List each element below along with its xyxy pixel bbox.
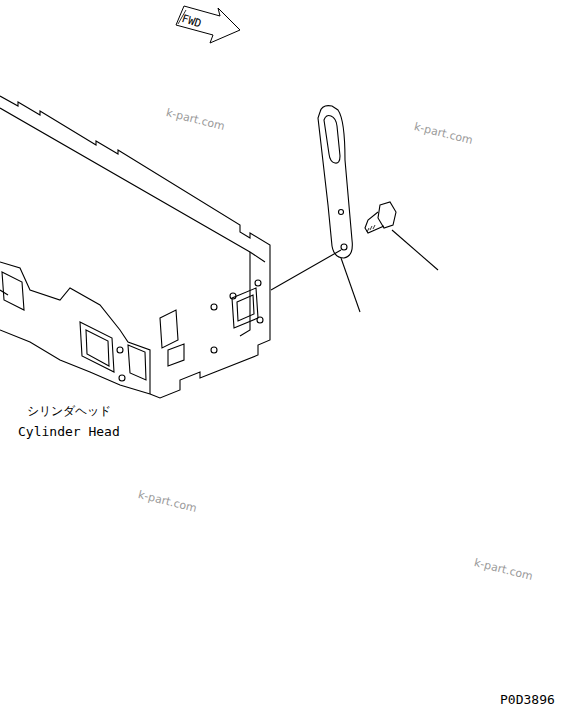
part-name: Cylinder Head bbox=[18, 424, 120, 439]
port bbox=[80, 322, 114, 372]
forward-arrow-box: FWD bbox=[180, 12, 203, 31]
stud bbox=[117, 347, 123, 353]
head-bottom bbox=[0, 330, 150, 394]
leader-line bbox=[392, 230, 438, 270]
watermark: k-part.com bbox=[165, 106, 226, 133]
stud bbox=[211, 304, 217, 310]
head-top-inner bbox=[0, 108, 265, 262]
bolt-head bbox=[378, 202, 396, 228]
boss bbox=[160, 310, 178, 348]
head-side bbox=[0, 262, 150, 394]
direction-label: FWD bbox=[180, 12, 203, 31]
bracket-slot bbox=[324, 116, 340, 164]
stud bbox=[230, 293, 236, 299]
stud bbox=[255, 280, 261, 286]
leader-line bbox=[341, 258, 360, 312]
assembly-line bbox=[271, 250, 341, 290]
port bbox=[128, 345, 146, 380]
stud bbox=[211, 347, 217, 353]
hole bbox=[339, 210, 344, 215]
bracket bbox=[318, 106, 352, 258]
watermark: k-part.com bbox=[473, 556, 534, 583]
head-front-face bbox=[150, 262, 270, 398]
bolt-flange bbox=[365, 212, 384, 233]
part-name: シリンダヘッド bbox=[27, 403, 111, 420]
port-edge bbox=[0, 290, 8, 295]
watermark: k-part.com bbox=[413, 120, 474, 147]
stud bbox=[257, 317, 263, 323]
port-inner bbox=[86, 330, 109, 366]
forward-arrow bbox=[176, 6, 240, 43]
head-top-edge bbox=[0, 96, 270, 262]
front-port-inner bbox=[237, 295, 254, 321]
bolt-thread bbox=[367, 225, 375, 232]
drawing-code: P0D3896 bbox=[500, 692, 555, 707]
stud bbox=[119, 375, 125, 381]
hole bbox=[341, 244, 347, 250]
port bbox=[2, 272, 24, 310]
boss bbox=[168, 344, 184, 366]
watermark: k-part.com bbox=[137, 488, 198, 515]
